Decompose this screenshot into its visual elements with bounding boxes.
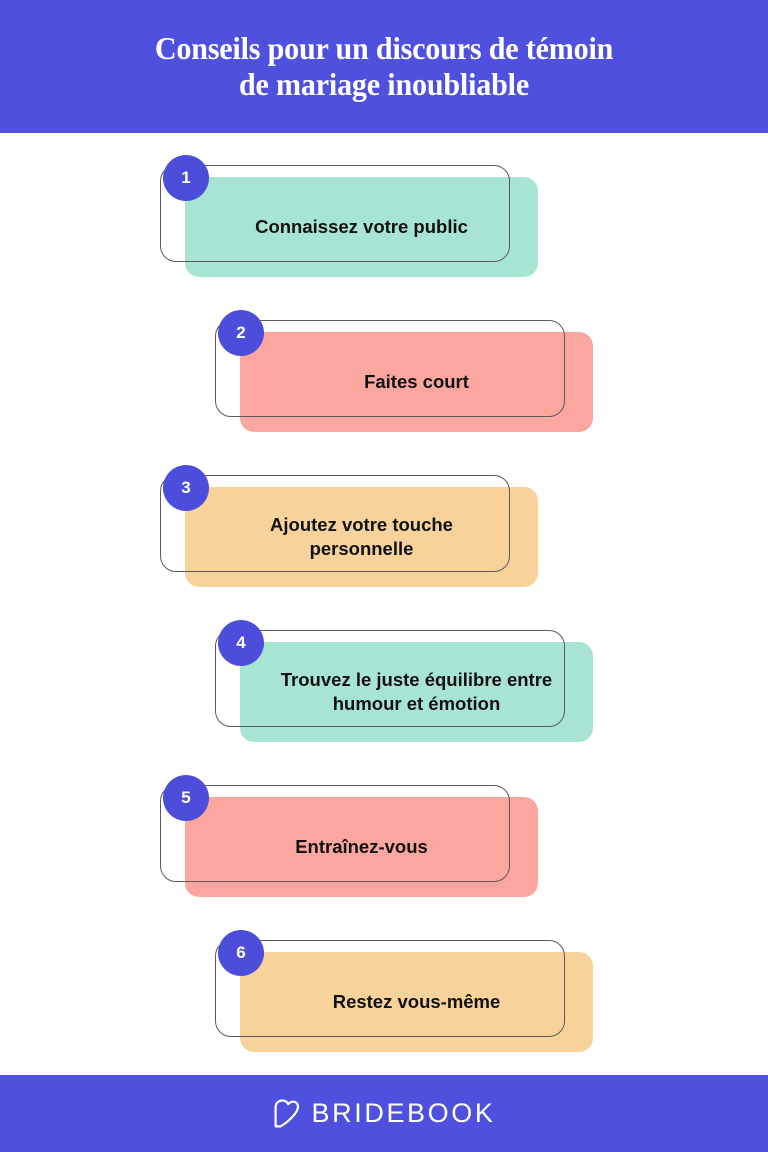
step-card: Ajoutez votre touche personnelle 3 <box>155 465 575 593</box>
page-title: Conseils pour un discours de témoin de m… <box>154 29 614 102</box>
step-card: Entraînez-vous 5 <box>155 775 575 903</box>
step-card-fill <box>240 642 593 742</box>
step-label: Faites court <box>364 370 469 392</box>
step-card-outline <box>160 785 510 882</box>
step-card-fill <box>185 487 538 587</box>
step-card-outline <box>215 320 565 417</box>
step-label: Trouvez le juste équilibre entre humour … <box>280 668 553 714</box>
step-card-outline <box>160 165 510 262</box>
header-banner: Conseils pour un discours de témoin de m… <box>0 0 768 133</box>
brand-name: BRIDEBOOK <box>311 1098 496 1128</box>
step-card-outline <box>160 475 510 572</box>
footer-banner: BRIDEBOOK <box>0 1075 768 1152</box>
step-card: Trouvez le juste équilibre entre humour … <box>210 620 630 748</box>
step-label: Restez vous-même <box>332 990 501 1012</box>
step-label: Ajoutez votre touche personnelle <box>270 513 453 559</box>
step-number-badge: 5 <box>163 775 209 821</box>
step-card-fill <box>240 952 593 1052</box>
step-number-badge: 1 <box>163 155 209 201</box>
step-card-outline <box>215 630 565 727</box>
step-card-outline <box>215 940 565 1037</box>
step-number-badge: 3 <box>163 465 209 511</box>
step-label: Entraînez-vous <box>295 835 428 857</box>
step-number-badge: 6 <box>218 930 264 976</box>
step-card: Restez vous-même 6 <box>210 930 630 1058</box>
step-label: Connaissez votre public <box>255 215 468 237</box>
step-card-fill <box>185 177 538 277</box>
step-number-badge: 2 <box>218 310 264 356</box>
bridebook-heart-icon <box>273 1099 299 1128</box>
step-number-badge: 4 <box>218 620 264 666</box>
step-card-fill <box>185 797 538 897</box>
step-card: Faites court 2 <box>210 310 630 438</box>
step-card-fill <box>240 332 593 432</box>
step-card: Connaissez votre public 1 <box>155 155 575 283</box>
